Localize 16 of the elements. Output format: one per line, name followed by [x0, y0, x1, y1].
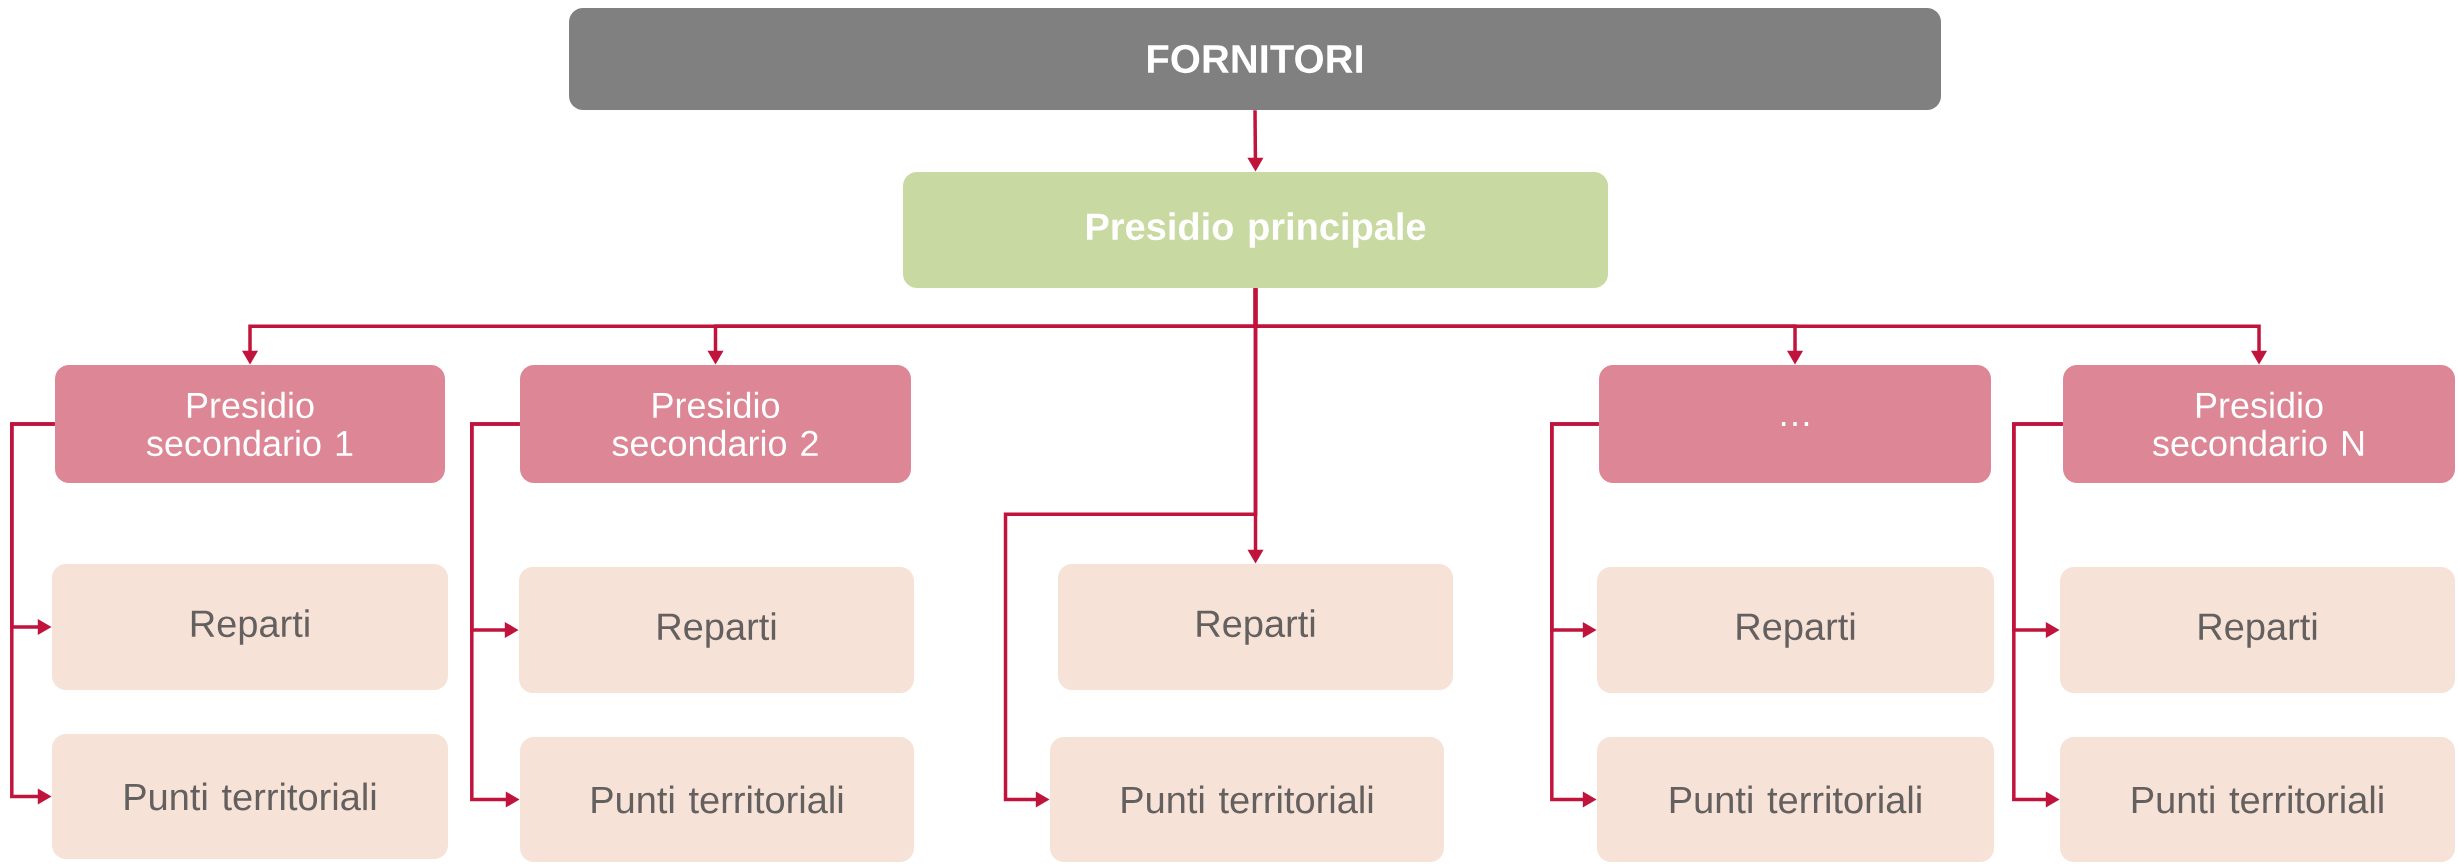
process-box: Reparti — [1597, 567, 1994, 693]
process-box: Reparti — [519, 567, 914, 693]
process-box: Reparti — [52, 564, 448, 690]
process-box: Reparti — [2060, 567, 2456, 693]
process-box: Punti territoriali — [1597, 737, 1994, 862]
process-box: Presidio secondario N — [2063, 365, 2456, 483]
process-box: Presidio secondario 2 — [520, 365, 911, 483]
process-box: Punti territoriali — [1050, 737, 1444, 862]
main-box: Presidio principale — [903, 172, 1608, 288]
process-box: Punti territoriali — [52, 734, 448, 859]
process-box: Reparti — [1058, 564, 1453, 690]
process-box: Punti territoriali — [2060, 737, 2456, 862]
process-box: Punti territoriali — [520, 737, 914, 862]
header-box: FORNITORI — [569, 8, 1941, 110]
process-box: … — [1599, 365, 1991, 483]
process-box: Presidio secondario 1 — [55, 365, 445, 483]
